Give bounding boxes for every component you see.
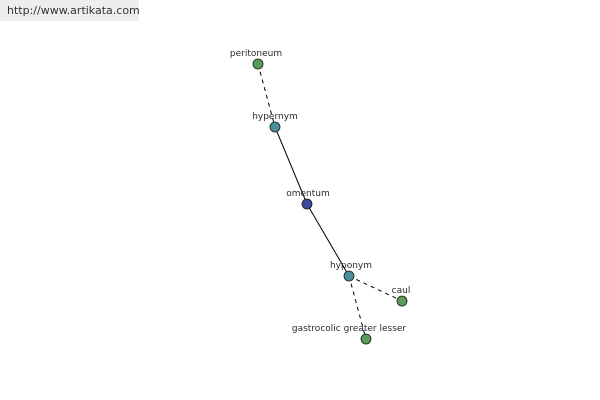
node-label-omentum: omentum xyxy=(286,189,330,199)
node-omentum[interactable]: omentum xyxy=(286,189,330,210)
node-label-gastrocolic: gastrocolic greater lesser xyxy=(292,324,407,334)
graph-nodes: peritoneum hypernym omentum hyponym caul gast… xyxy=(230,49,411,345)
node-circle-gastrocolic[interactable] xyxy=(360,333,372,345)
node-hyponym[interactable]: hyponym xyxy=(330,261,372,282)
node-label-peritoneum: peritoneum xyxy=(230,49,282,59)
node-circle-hyponym[interactable] xyxy=(343,270,355,282)
node-circle-peritoneum[interactable] xyxy=(252,58,264,70)
node-circle-omentum[interactable] xyxy=(301,198,313,210)
source-url-banner[interactable]: http://www.artikata.com xyxy=(0,0,140,21)
edge-peritoneum-to-hypernym xyxy=(257,63,276,128)
node-peritoneum[interactable]: peritoneum xyxy=(230,49,282,70)
edge-omentum-to-hyponym xyxy=(306,203,350,277)
node-label-hypernym: hypernym xyxy=(252,112,298,122)
node-circle-caul[interactable] xyxy=(396,295,408,307)
edge-hypernym-to-omentum xyxy=(274,126,308,205)
node-label-hyponym: hyponym xyxy=(330,261,372,271)
node-caul[interactable]: caul xyxy=(392,286,411,307)
node-label-caul: caul xyxy=(392,286,411,296)
node-hypernym[interactable]: hypernym xyxy=(252,112,298,133)
edge-hyponym-to-caul xyxy=(348,275,403,302)
node-gastrocolic[interactable]: gastrocolic greater lesser xyxy=(292,324,407,345)
node-circle-hypernym[interactable] xyxy=(269,121,281,133)
edge-hyponym-to-gastrocolic xyxy=(348,275,367,340)
graph-edges xyxy=(257,63,403,340)
